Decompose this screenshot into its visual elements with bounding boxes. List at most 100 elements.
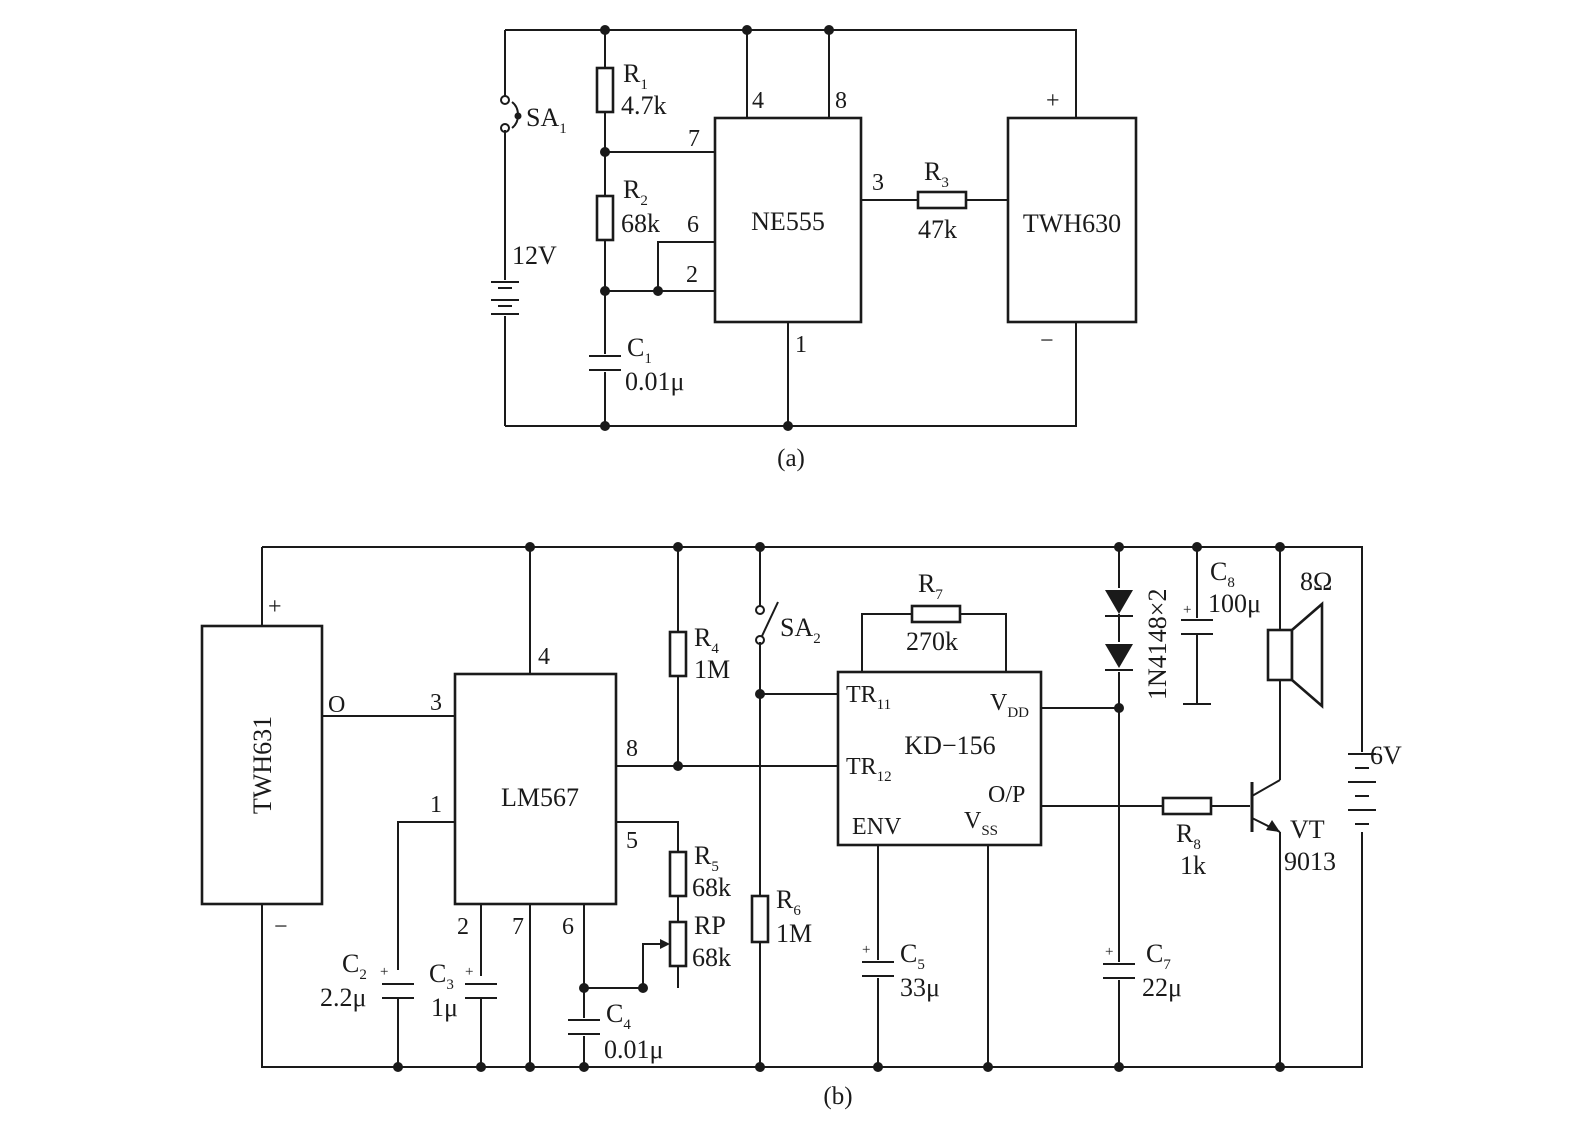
junction-dot	[638, 983, 648, 993]
transistor-vt-model: 9013	[1284, 847, 1336, 876]
pin-env-label: ENV	[852, 814, 902, 840]
switch-sa1: SA1	[500, 95, 567, 137]
module-twh630: TWH630 + −	[1006, 88, 1138, 354]
resistor-r6-label: R6	[776, 885, 801, 919]
ic-ne555: NE555 4 8 7 6 2 3 1	[686, 88, 884, 358]
wire-b-rp-wiper	[642, 943, 664, 988]
junction-dot	[983, 1062, 993, 1072]
resistor-r6: R6 1M	[750, 885, 812, 948]
junction-dot	[673, 542, 683, 552]
junction-dot	[783, 421, 793, 431]
pin-tr11-label: TR11	[846, 682, 891, 713]
ic-kd156: KD−156 TR11 TR12 VDD O/P ENV VSS	[836, 670, 1043, 847]
switch-sa1-label: SA1	[526, 103, 567, 137]
wire-b-pin1	[397, 821, 455, 1067]
resistor-r2-label: R2	[623, 175, 648, 209]
resistor-r2: R2 68k	[595, 175, 660, 242]
pin-vss-label: VSS	[964, 808, 998, 839]
capacitor-c2: + C2 2.2μ	[320, 949, 414, 1012]
capacitor-c2-value: 2.2μ	[320, 983, 366, 1012]
capacitor-c3-value: 1μ	[431, 993, 458, 1022]
switch-sa2: SA2	[755, 601, 821, 647]
battery-a-value: 12V	[512, 241, 557, 270]
resistor-r1: R1 4.7k	[595, 59, 667, 120]
junction-dot	[1275, 542, 1285, 552]
pin-label: 1	[795, 332, 807, 358]
caption-a: (a)	[777, 445, 805, 472]
switch-sa2-label: SA2	[780, 613, 821, 647]
junction-dot	[1114, 703, 1124, 713]
capacitor-c1-label: C1	[627, 333, 652, 367]
battery-12v: 12V	[491, 241, 557, 315]
wire-b-bottom-rail	[261, 832, 1363, 1068]
junction-dot	[1192, 542, 1202, 552]
ic-lm567-label: LM567	[501, 783, 579, 812]
ic-kd156-label: KD−156	[904, 731, 995, 760]
module-twh631: TWH631 + − O	[200, 594, 345, 940]
wire-b-top-rail	[262, 546, 1363, 752]
resistor-r7: R7 270k	[906, 569, 962, 656]
transistor-vt-label: VT	[1290, 815, 1325, 844]
ic-ne555-label: NE555	[751, 207, 825, 236]
junction-dot	[525, 1062, 535, 1072]
transistor-vt: VT 9013	[1250, 779, 1336, 876]
capacitor-c7: + C7 22μ	[1103, 939, 1182, 1002]
module-twh631-label: TWH631	[248, 716, 277, 814]
wire-a-bottom-rail	[505, 322, 1077, 427]
resistor-r5-value: 68k	[692, 873, 731, 902]
resistor-r8: R8 1k	[1161, 796, 1213, 880]
pin-op-label: O/P	[988, 782, 1025, 808]
pin-label: 8	[626, 736, 638, 762]
cap-plus-sign: +	[465, 964, 473, 980]
resistor-r4-value: 1M	[694, 655, 730, 684]
resistor-r7-value: 270k	[906, 627, 958, 656]
junction-dot	[525, 542, 535, 552]
pin-label: 3	[872, 170, 884, 196]
resistor-r1-value: 4.7k	[621, 91, 667, 120]
pin-label: 6	[687, 212, 699, 238]
module-twh630-label: TWH630	[1023, 209, 1121, 238]
minus-sign: −	[1040, 328, 1054, 354]
cap-plus-sign: +	[1105, 944, 1113, 960]
pin-label: 5	[626, 828, 638, 854]
junction-dot	[476, 1062, 486, 1072]
junction-dot	[579, 1062, 589, 1072]
wire-b-pin5	[616, 821, 679, 988]
resistor-r3: R3 47k	[916, 157, 968, 244]
resistor-r5: R5 68k	[668, 841, 731, 902]
resistor-r2-value: 68k	[621, 209, 660, 238]
capacitor-c8-label: C8	[1210, 557, 1235, 591]
junction-dot	[755, 1062, 765, 1072]
junction-dot	[873, 1062, 883, 1072]
speaker-icon: 8Ω	[1266, 567, 1332, 709]
cap-plus-sign: +	[380, 964, 388, 980]
capacitor-c1-value: 0.01μ	[625, 367, 684, 396]
junction-dot	[742, 25, 752, 35]
junction-dot	[600, 25, 610, 35]
output-pin-label: O	[328, 692, 345, 718]
resistor-r8-label: R8	[1176, 819, 1201, 853]
battery-b-value: 6V	[1370, 741, 1402, 770]
plus-sign: +	[268, 594, 282, 620]
junction-dot	[673, 761, 683, 771]
resistor-r4-label: R4	[694, 623, 719, 657]
capacitor-c4: C4 0.01μ	[568, 999, 663, 1064]
resistor-r5-label: R5	[694, 841, 719, 875]
capacitor-c5: + C5 33μ	[862, 939, 940, 1002]
junction-dot	[653, 286, 663, 296]
resistor-r3-label: R3	[924, 157, 949, 191]
pin-label: 2	[457, 914, 469, 940]
pin-label: 8	[835, 88, 847, 114]
junction-dot	[393, 1062, 403, 1072]
circuit-a: SA1 12V R1 4.7k R2 68k C1 0.01μ NE555	[491, 25, 1138, 472]
potentiometer-rp-label: RP	[694, 911, 726, 940]
diodes-label: 1N4148×2	[1143, 589, 1172, 700]
diodes-1n4148: 1N4148×2	[1105, 589, 1172, 700]
battery-6v: 6V	[1348, 741, 1402, 825]
cap-plus-sign: +	[862, 942, 870, 958]
junction-dot	[1114, 542, 1124, 552]
capacitor-c5-value: 33μ	[900, 973, 940, 1002]
resistor-r4: R4 1M	[668, 623, 730, 684]
pin-label: 7	[688, 126, 700, 152]
junction-dot	[1275, 1062, 1285, 1072]
